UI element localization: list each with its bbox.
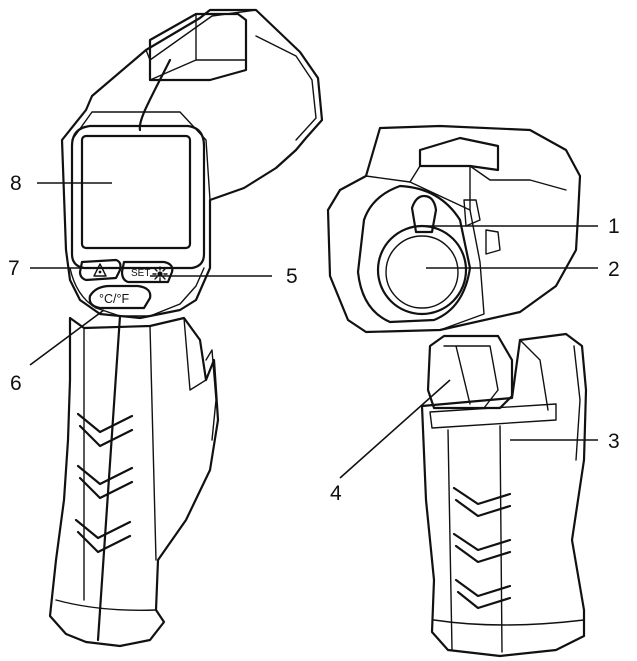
unit-button-label: °C/°F: [99, 292, 129, 306]
front-head-inner-line: [71, 111, 211, 201]
back-grip-chevrons: [452, 486, 512, 610]
thermometer-front-view: SET °C/°F: [48, 8, 324, 648]
back-head-tab-right: [485, 229, 501, 255]
front-handle-side-strip: [205, 349, 217, 441]
back-head-tab-top: [463, 199, 481, 227]
callout-leaders: [29, 182, 598, 479]
callout-5: 5: [286, 265, 298, 288]
back-handle-left-rail: [447, 429, 453, 651]
callout-labels: 8 7 6 5 1 2 3 4: [8, 172, 620, 505]
front-lcd-screen: [80, 134, 192, 250]
front-screen-bezel: [70, 124, 206, 270]
front-handle-trigger-edge: [183, 317, 207, 391]
laser-warning-icon: [93, 263, 107, 277]
thermometer-back-view: [326, 124, 588, 658]
front-head-outline: [60, 8, 324, 320]
leader-4: [339, 379, 451, 479]
ir-lens: [385, 235, 459, 309]
trigger-inner: [443, 345, 499, 409]
callout-3: 3: [608, 430, 620, 453]
unit-toggle-button[interactable]: [88, 284, 152, 310]
front-handle-outline: [48, 316, 220, 648]
back-head-outline: [326, 124, 582, 334]
front-grip-chevrons: [74, 412, 134, 554]
front-keypad-surround: [69, 267, 205, 317]
back-sight-block: [418, 136, 500, 172]
laser-outlet: [410, 194, 438, 234]
laser-button[interactable]: [78, 258, 122, 282]
ir-lens-ring: [376, 224, 468, 316]
set-backlight-button[interactable]: [120, 260, 174, 284]
front-handle-seam: [96, 314, 122, 642]
callout-7: 7: [8, 257, 20, 280]
callout-2: 2: [608, 258, 620, 281]
back-handle-side-strip: [573, 345, 581, 461]
back-handle-mid-rail: [499, 425, 503, 653]
front-handle-right-rail: [149, 325, 157, 561]
back-handle-collar: [429, 403, 557, 429]
back-head-top-edge: [409, 165, 567, 191]
callout-8: 8: [10, 172, 22, 195]
front-head-seam: [138, 58, 172, 132]
callout-6: 6: [10, 372, 22, 395]
back-handle-outline: [420, 332, 588, 658]
back-head-front-edge: [365, 175, 485, 331]
front-handle-base-line: [55, 599, 157, 611]
trigger-edge: [455, 345, 471, 405]
sun-icon: [152, 266, 168, 282]
back-handle-base-line: [433, 619, 585, 626]
trigger-outline: [426, 334, 514, 410]
laser-warning-dot: [98, 270, 102, 274]
back-handle-cap-edge: [519, 339, 549, 411]
front-shoulder-line: [255, 35, 317, 141]
leader-6: [29, 309, 105, 366]
set-button-label: SET: [131, 268, 150, 279]
callout-4: 4: [330, 482, 342, 505]
callout-1: 1: [608, 215, 620, 238]
